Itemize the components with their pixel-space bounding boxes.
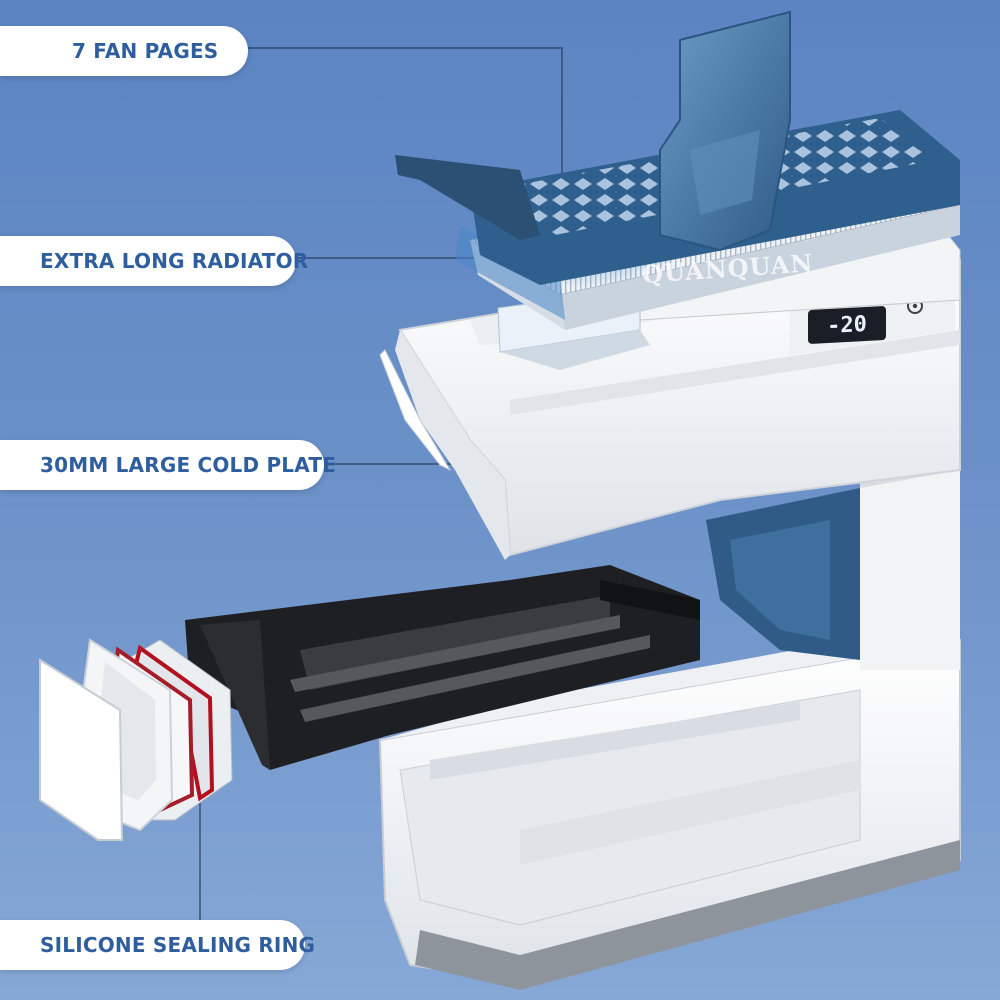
lower-cabinet — [378, 620, 961, 990]
drawer-tray — [185, 565, 700, 770]
callout-fan: 7 FAN PAGES — [0, 26, 248, 76]
callout-radiator-label: EXTRA LONG RADIATOR — [40, 249, 309, 273]
callout-fan-label: 7 FAN PAGES — [72, 39, 219, 63]
temperature-display: -20 — [808, 305, 886, 345]
temperature-reading: -20 — [827, 311, 867, 339]
callout-radiator: EXTRA LONG RADIATOR — [0, 236, 308, 286]
handle — [659, 10, 791, 252]
silicone-sealing-ring — [39, 638, 233, 841]
callout-cold-plate: 30MM LARGE COLD PLATE — [0, 440, 336, 490]
callout-cold-plate-label: 30MM LARGE COLD PLATE — [40, 453, 337, 477]
callout-sealing-ring: SILICONE SEALING RING — [0, 920, 315, 970]
callout-sealing-ring-label: SILICONE SEALING RING — [40, 933, 316, 957]
blue-inner-liner — [706, 455, 960, 670]
